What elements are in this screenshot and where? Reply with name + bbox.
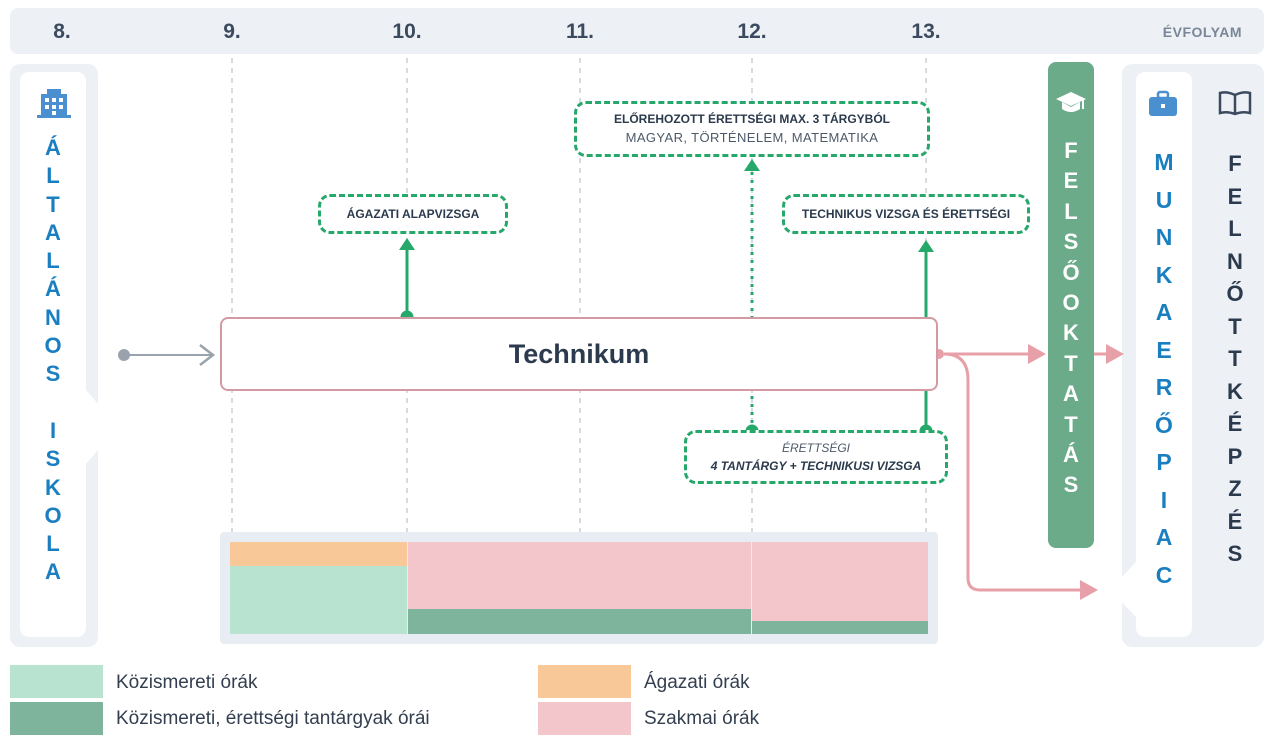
elorehozott-title: ELŐREHOZOTT ÉRETTSÉGI MAX. 3 TÁRGYBÓL bbox=[613, 112, 890, 126]
kozismereti-hours-segment bbox=[230, 566, 407, 634]
grade-11-label: 11. bbox=[565, 20, 595, 43]
technikum-box: Technikum bbox=[220, 317, 938, 391]
legend-label-kozismereti-erettsegi: Közismereti, érettségi tantárgyak órái bbox=[116, 708, 430, 729]
agazati-connector bbox=[399, 238, 415, 324]
book-icon bbox=[1218, 90, 1252, 121]
szakmai-hours-segment-2 bbox=[752, 542, 928, 621]
grade-9-label: 9. bbox=[223, 20, 241, 43]
building-icon bbox=[37, 88, 71, 123]
legend-label-szakmai: Szakmai órák bbox=[644, 708, 760, 729]
grade-12-label: 12. bbox=[737, 20, 767, 43]
agazati-hours-segment bbox=[230, 542, 407, 566]
grade-13-label: 13. bbox=[911, 20, 941, 43]
legend-swatch-agazati bbox=[538, 665, 631, 698]
felnottkepzes-column: F E L N Ő T T K É P Z É S bbox=[1214, 82, 1256, 602]
grade-header-bar: 8. 9. 10. 11. 12. 13. ÉVFOLYAM bbox=[10, 8, 1264, 54]
altalanos-iskola-card: Á L T A L Á N O S I S K O L A bbox=[20, 72, 118, 637]
felsooktatas-text: F E L S Ő O K T A T Á S bbox=[1062, 138, 1080, 498]
technikum-label: Technikum bbox=[508, 339, 650, 369]
arrow-to-felsooktatas bbox=[1028, 344, 1046, 364]
elorehozott-subjects: MAGYAR, TÖRTÉNELEM, MATEMATIKA bbox=[625, 130, 879, 145]
evfolyam-label: ÉVFOLYAM bbox=[1162, 24, 1242, 40]
exit-arrows bbox=[934, 349, 1108, 592]
grade-10-label: 10. bbox=[392, 20, 422, 43]
entry-arrow bbox=[118, 344, 216, 366]
altalanos-iskola-text: Á L T A L Á N O S I S K O L A bbox=[44, 135, 62, 585]
hours-distribution-panel bbox=[220, 532, 938, 644]
erettsegi-detail: 4 TANTÁRGY + TECHNIKUSI VIZSGA bbox=[710, 459, 922, 473]
erettsegi-hours-segment-2 bbox=[752, 621, 928, 634]
szakmai-hours-segment-1 bbox=[408, 542, 751, 609]
graduation-cap-icon bbox=[1056, 90, 1086, 121]
technikus-vizsga-text: TECHNIKUS VIZSGA ÉS ÉRETTSÉGI bbox=[801, 207, 1011, 221]
card-shape bbox=[20, 72, 118, 637]
legend-swatch-kozismereti bbox=[10, 665, 103, 698]
legend-swatch-szakmai bbox=[538, 702, 631, 735]
agazati-alapvizsga-box: ÁGAZATI ALAPVIZSGA bbox=[318, 194, 508, 234]
erettsegi-box: ÉRETTSÉGI 4 TANTÁRGY + TECHNIKUSI VIZSGA bbox=[684, 430, 948, 484]
grade-8-label: 8. bbox=[53, 20, 71, 43]
technikus-vizsga-box: TECHNIKUS VIZSGA ÉS ÉRETTSÉGI bbox=[782, 194, 1030, 234]
felsooktatas-bar: F E L S Ő O K T A T Á S bbox=[1048, 62, 1094, 548]
felnottkepzes-text: F E L N Ő T T K É P Z É S bbox=[1226, 151, 1244, 566]
legend-label-kozismereti: Közismereti órák bbox=[116, 672, 258, 693]
arrow-to-munkaeropiac-top bbox=[1106, 344, 1124, 364]
erettsegi-title: ÉRETTSÉGI bbox=[781, 441, 850, 455]
agazati-alapvizsga-text: ÁGAZATI ALAPVIZSGA bbox=[346, 207, 480, 221]
legend-swatch-kozismereti-erettsegi bbox=[10, 702, 103, 735]
erettsegi-hours-segment-1 bbox=[408, 609, 751, 634]
arrow-to-munkaeropiac bbox=[1080, 580, 1098, 600]
legend-label-agazati: Ágazati órák bbox=[644, 672, 750, 693]
card-shape bbox=[1110, 72, 1192, 637]
munkaeropiac-card: M U N K A E R Ő P I A C bbox=[1110, 72, 1192, 637]
briefcase-icon bbox=[1148, 90, 1178, 123]
munkaeropiac-text: M U N K A E R Ő P I A C bbox=[1154, 149, 1174, 588]
elorehozott-erettsegi-box: ELŐREHOZOTT ÉRETTSÉGI MAX. 3 TÁRGYBÓL MA… bbox=[574, 101, 930, 157]
